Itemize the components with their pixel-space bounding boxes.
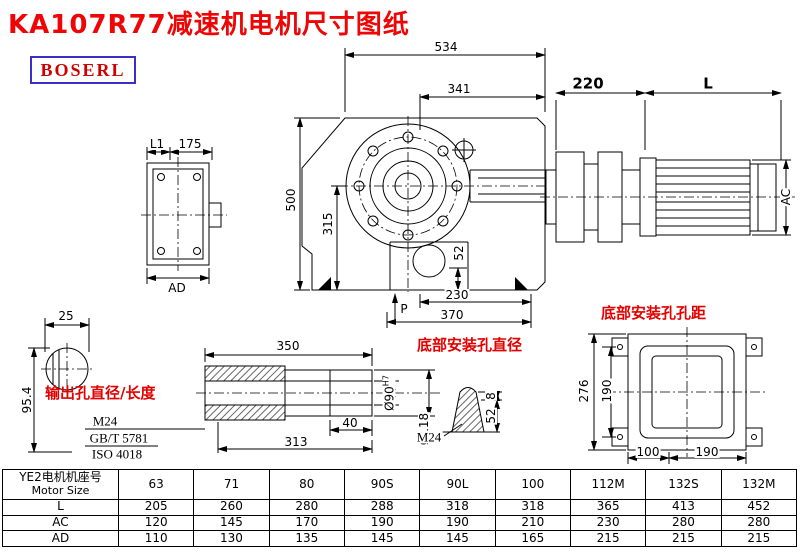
cell-ac-4: 190 <box>419 514 496 532</box>
label-m24-hole: M24 <box>415 429 443 445</box>
label-p: P <box>399 302 409 316</box>
dim-ad: AD <box>167 281 187 295</box>
main-view-dimensions <box>294 48 546 328</box>
cell-ac-8: 280 <box>720 514 798 532</box>
table-header-row: YE2电机机座号 Motor Size 63 71 80 90S 90L 100… <box>2 469 798 500</box>
cell-ac-3: 190 <box>343 514 421 532</box>
table-row-l: L 205 260 280 288 318 318 365 413 452 <box>2 499 798 516</box>
table-col-90s: 90S <box>343 469 421 500</box>
mount-view-dimensions <box>588 333 747 464</box>
dim-230: 230 <box>444 288 470 302</box>
cell-ac-7: 280 <box>645 514 722 532</box>
dim-l: L <box>702 74 714 93</box>
cell-l-5: 318 <box>494 499 571 516</box>
table-col-80: 80 <box>268 469 345 500</box>
cell-l-7: 413 <box>645 499 722 516</box>
dim-315: 315 <box>321 211 335 237</box>
shaft-end-view-drawing <box>41 343 93 395</box>
dim-534: 534 <box>433 40 459 54</box>
cell-l-1: 260 <box>193 499 270 516</box>
dim-90h7-base: Ø90 <box>382 386 397 411</box>
table-row-ad: AD 110 130 135 145 145 165 215 215 215 <box>2 530 798 547</box>
shaft-end-view-dimensions <box>28 318 90 453</box>
dim-220: 220 <box>571 74 605 93</box>
cell-ad-2: 135 <box>268 530 345 547</box>
dim-370: 370 <box>439 308 465 322</box>
dim-190-vertical: 190 <box>600 378 614 404</box>
dim-276: 276 <box>577 378 591 404</box>
dim-40: 40 <box>341 416 359 430</box>
cell-ad-0: 110 <box>117 530 195 547</box>
dim-25: 25 <box>57 309 75 323</box>
cell-ad-4: 145 <box>419 530 496 547</box>
table-header-motor-size: YE2电机机座号 Motor Size <box>2 469 119 500</box>
cell-ad-1: 130 <box>193 530 270 547</box>
dim-90h7: Ø90H7 <box>381 374 397 412</box>
label-output-bore: 输出孔直径/长度 <box>45 384 156 402</box>
left-view-dimensions <box>146 147 213 284</box>
cell-ad-5: 165 <box>494 530 571 547</box>
table-col-100: 100 <box>494 469 571 500</box>
dim-100: 100 <box>635 445 661 459</box>
dim-500: 500 <box>284 187 298 213</box>
bottom-hole-view-drawing <box>440 387 500 433</box>
row-label-l: L <box>2 499 119 516</box>
cell-l-6: 365 <box>569 499 647 516</box>
table-header-cn: YE2电机机座号 <box>19 470 102 485</box>
dim-90h7-tolerance: H7 <box>381 375 391 387</box>
dim-175: 175 <box>177 137 203 151</box>
table-col-63: 63 <box>117 469 195 500</box>
cell-ac-0: 120 <box>117 514 195 532</box>
label-gbt-standard: GB/T 5781 <box>88 430 150 446</box>
cell-l-4: 318 <box>419 499 496 516</box>
row-label-ad: AD <box>2 530 119 547</box>
table-row-ac: AC 120 145 170 190 190 210 230 280 280 <box>2 514 798 532</box>
cell-ac-5: 210 <box>494 514 571 532</box>
label-m24-output: M24 <box>91 413 119 429</box>
row-label-ac: AC <box>2 514 119 532</box>
cell-ad-6: 215 <box>569 530 647 547</box>
table-header-en: Motor Size <box>31 484 90 498</box>
cell-l-0: 205 <box>117 499 195 516</box>
cell-l-2: 280 <box>268 499 345 516</box>
mount-view-drawing <box>606 327 768 457</box>
output-shaft-view-drawing <box>196 365 442 421</box>
cell-ad-8: 215 <box>720 530 798 547</box>
bottom-hole-view-dimensions <box>443 391 502 437</box>
dim-95-4: 95.4 <box>20 385 34 415</box>
dim-ac: AC <box>779 187 793 207</box>
cell-ac-2: 170 <box>268 514 345 532</box>
table-col-71: 71 <box>193 469 270 500</box>
cell-ad-3: 145 <box>343 530 421 547</box>
label-iso-standard: ISO 4018 <box>90 446 144 462</box>
dim-341: 341 <box>446 82 472 96</box>
dim-350: 350 <box>275 339 301 353</box>
left-view-drawing <box>141 157 227 271</box>
motor-size-table-wrap: YE2电机机座号 Motor Size 63 71 80 90S 90L 100… <box>2 469 798 547</box>
page-title: KA107R77减速机电机尺寸图纸 <box>8 10 410 40</box>
dim-313: 313 <box>283 435 309 449</box>
dim-190-horizontal: 190 <box>694 445 720 459</box>
label-bottom-hole-diameter: 底部安装孔直径 <box>417 336 523 354</box>
dim-52-hole: 52 <box>484 407 498 425</box>
cell-ac-1: 145 <box>193 514 270 532</box>
main-view-drawing <box>301 116 548 292</box>
cell-ac-6: 230 <box>569 514 647 532</box>
table-col-132s: 132S <box>645 469 722 500</box>
motor-view-drawing <box>540 151 795 243</box>
cell-l-3: 288 <box>343 499 421 516</box>
cell-l-8: 452 <box>720 499 798 516</box>
motor-size-table: YE2电机机座号 Motor Size 63 71 80 90S 90L 100… <box>2 469 798 547</box>
cell-ad-7: 215 <box>645 530 722 547</box>
table-col-90l: 90L <box>419 469 496 500</box>
dim-8: 8 <box>484 391 498 401</box>
dim-l1: L1 <box>148 137 166 151</box>
table-col-112m: 112M <box>569 469 647 500</box>
brand-logo: BOSERL <box>30 56 136 84</box>
label-mount-hole-spacing: 底部安装孔孔距 <box>601 304 707 322</box>
dim-52-main: 52 <box>452 244 466 262</box>
table-col-132m: 132M <box>720 469 798 500</box>
brand-text: BOSERL <box>40 59 126 80</box>
